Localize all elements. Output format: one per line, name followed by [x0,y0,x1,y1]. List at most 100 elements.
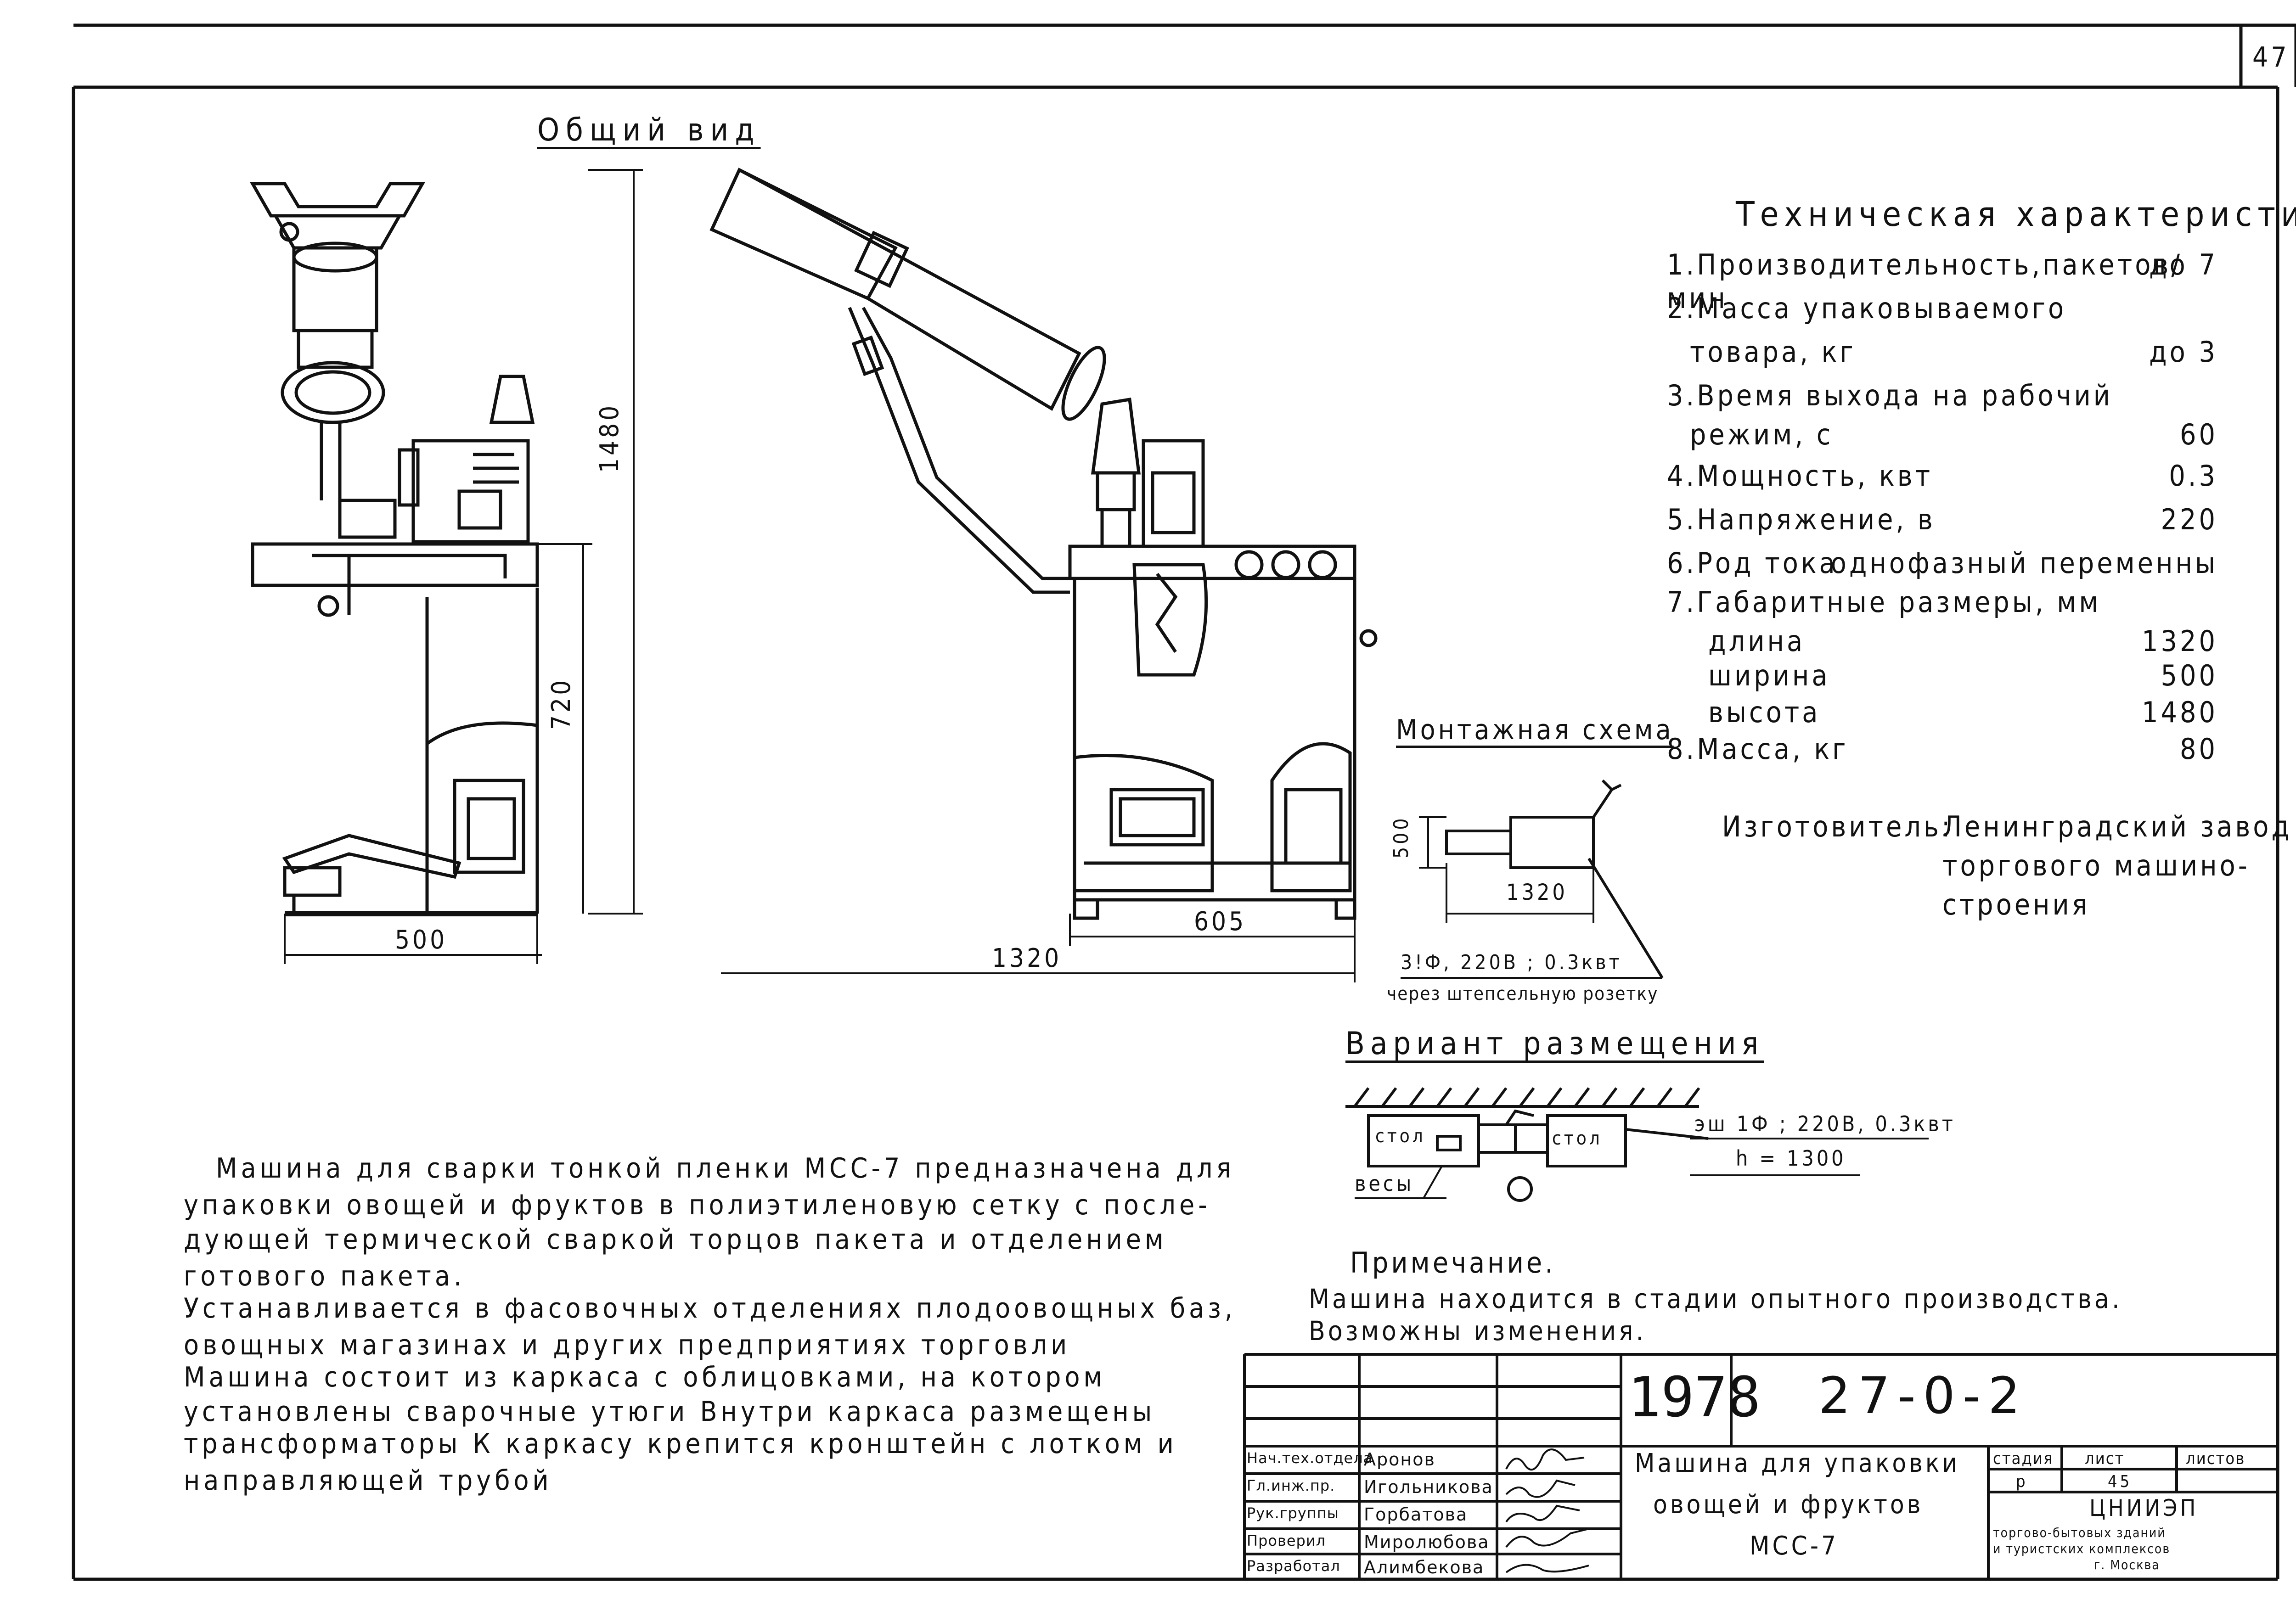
product-name-line: Машина для упаковки [1635,1448,1960,1478]
dim-height-total: 1480 [595,403,625,473]
placement-table-left: стол [1375,1126,1426,1147]
placement-power: эш 1Ф ; 220В, 0.3квт [1694,1111,1956,1136]
montage-dim-width: 1320 [1506,880,1568,905]
spec-value: до 7 [2149,248,2218,281]
general-view-title: Общий вид [537,112,761,148]
spec-row: 7.Габаритные размеры, мм [1667,585,2218,619]
spec-value: 1480 [2142,696,2218,729]
person-name: Игольникова [1364,1477,1493,1497]
spec-label: 1.Производительность,пакетов/мин [1667,248,2183,315]
product-name-line: овощей и фруктов [1653,1490,1924,1520]
spec-label: 4.Мощность, квт [1667,459,1933,493]
sheets-header: листов [2186,1449,2245,1468]
manufacturer-line: Ленинградский завод [1942,810,2292,843]
placement-height: h = 1300 [1736,1146,1846,1171]
description-line: трансформаторы К каркасу крепится кроншт… [184,1428,1177,1460]
placement-table-right: стол [1552,1128,1603,1149]
person-role: Рук.группы [1247,1504,1339,1522]
spec-label: товара, кг [1690,335,1856,369]
spec-value: до 3 [2149,335,2218,369]
spec-value: 1320 [2142,624,2218,658]
title-block-year: 1978 [1628,1366,1761,1430]
description-line: Машина состоит из каркаса с облицовками,… [184,1361,1106,1393]
person-name: Миролюбова [1364,1532,1490,1552]
note-line: Возможны изменения. [1309,1315,1647,1347]
spec-value: 80 [2180,732,2218,766]
spec-row: длина 1320 [1667,624,2218,658]
dim-height-table: 720 [546,677,576,730]
manufacturer-label: Изготовитель: [1722,810,1953,843]
spec-row: 8.Масса, кг 80 [1667,732,2218,766]
org-line: и туристских комплексов [1993,1541,2171,1556]
spec-row: товара, кг до 3 [1667,335,2218,369]
stage-value: р [2016,1472,2028,1491]
spec-label: 8.Масса, кг [1667,732,1849,766]
person-role: Гл.инж.пр. [1247,1477,1335,1494]
description-line: овощных магазинах и других предприятиях … [184,1329,1071,1361]
placement-scheme [1345,1087,1929,1202]
spec-value: 0.3 [2169,459,2218,493]
sheet-header: лист [2085,1449,2125,1468]
org-line: торгово-бытовых зданий [1993,1525,2166,1540]
spec-row: 3.Время выхода на рабочий [1667,379,2218,412]
spec-label: 6.Род тока [1667,546,1838,580]
montage-title: Монтажная схема [1396,714,1674,746]
person-name: Алимбекова [1364,1557,1485,1577]
spec-row: 2.Масса упаковываемого [1667,292,2218,325]
description-line: Устанавливается в фасовочных отделениях … [184,1292,1237,1324]
person-role: Нач.тех.отдела [1247,1449,1373,1467]
spec-label: длина [1708,624,1806,658]
org-line: г. Москва [2094,1557,2160,1572]
description-line: установлены сварочные утюги Внутри карка… [184,1396,1156,1428]
spec-label: 5.Напряжение, в [1667,503,1936,536]
spec-value: 60 [2180,418,2218,451]
montage-dim-height: 500 [1390,815,1413,858]
placement-title: Вариант размещения [1345,1026,1764,1062]
title-block-lines [1243,1353,2278,1579]
stage-header: стадия [1993,1449,2054,1468]
description-line: направляющей трубой [184,1464,552,1497]
spec-row: 5.Напряжение, в 220 [1667,503,2218,536]
description-line: упаковки овощей и фруктов в полиэтиленов… [184,1189,1211,1221]
org-name: ЦНИИЭП [2089,1495,2199,1521]
spec-label: ширина [1708,659,1830,692]
spec-value: однофазный переменны [1830,546,2218,580]
spec-label: 7.Габаритные размеры, мм [1667,585,2101,619]
manufacturer-line: строения [1942,888,2090,921]
sheet-number: 47 [2252,41,2290,73]
person-role: Разработал [1247,1557,1340,1575]
dim-length-body: 605 [1194,907,1247,937]
person-role: Проверил [1247,1532,1326,1549]
spec-label: 3.Время выхода на рабочий [1667,379,2113,412]
product-model: МСС-7 [1750,1531,1839,1561]
spec-row: высота 1480 [1667,696,2218,729]
sheet-value: 45 [2108,1472,2133,1491]
manufacturer-line: торгового машино- [1942,849,2250,882]
montage-scheme [1401,779,1664,979]
spec-row: режим, с 60 [1667,418,2218,451]
front-view [249,169,643,964]
person-name: Горбатова [1364,1504,1468,1525]
description-line: готового пакета. [184,1260,466,1292]
montage-socket-note: через штепсельную розетку [1387,983,1659,1004]
title-block-code: 27-0-2 [1818,1366,2028,1425]
montage-power: 3!Ф, 220В ; 0.3квт [1401,951,1622,974]
side-view [709,168,1378,982]
note-title: Примечание. [1350,1246,1556,1279]
specs-title: Техническая характеристика [1736,195,2296,234]
description-line: дующей термической сваркой торцов пакета… [184,1223,1167,1256]
signatures [1505,1448,1589,1573]
spec-label: режим, с [1690,418,1834,451]
spec-label: 2.Масса упаковываемого [1667,292,2067,325]
dim-length-side: 1320 [992,943,1062,973]
spec-label: высота [1708,696,1821,729]
spec-value: 500 [2161,659,2218,692]
note-line: Машина находится в стадии опытного произ… [1309,1283,2122,1314]
dim-width-front: 500 [395,925,448,955]
description-line: Машина для сварки тонкой пленки МСС-7 пр… [216,1152,1235,1184]
spec-value: 220 [2161,503,2218,536]
spec-row: 4.Мощность, квт 0.3 [1667,459,2218,493]
